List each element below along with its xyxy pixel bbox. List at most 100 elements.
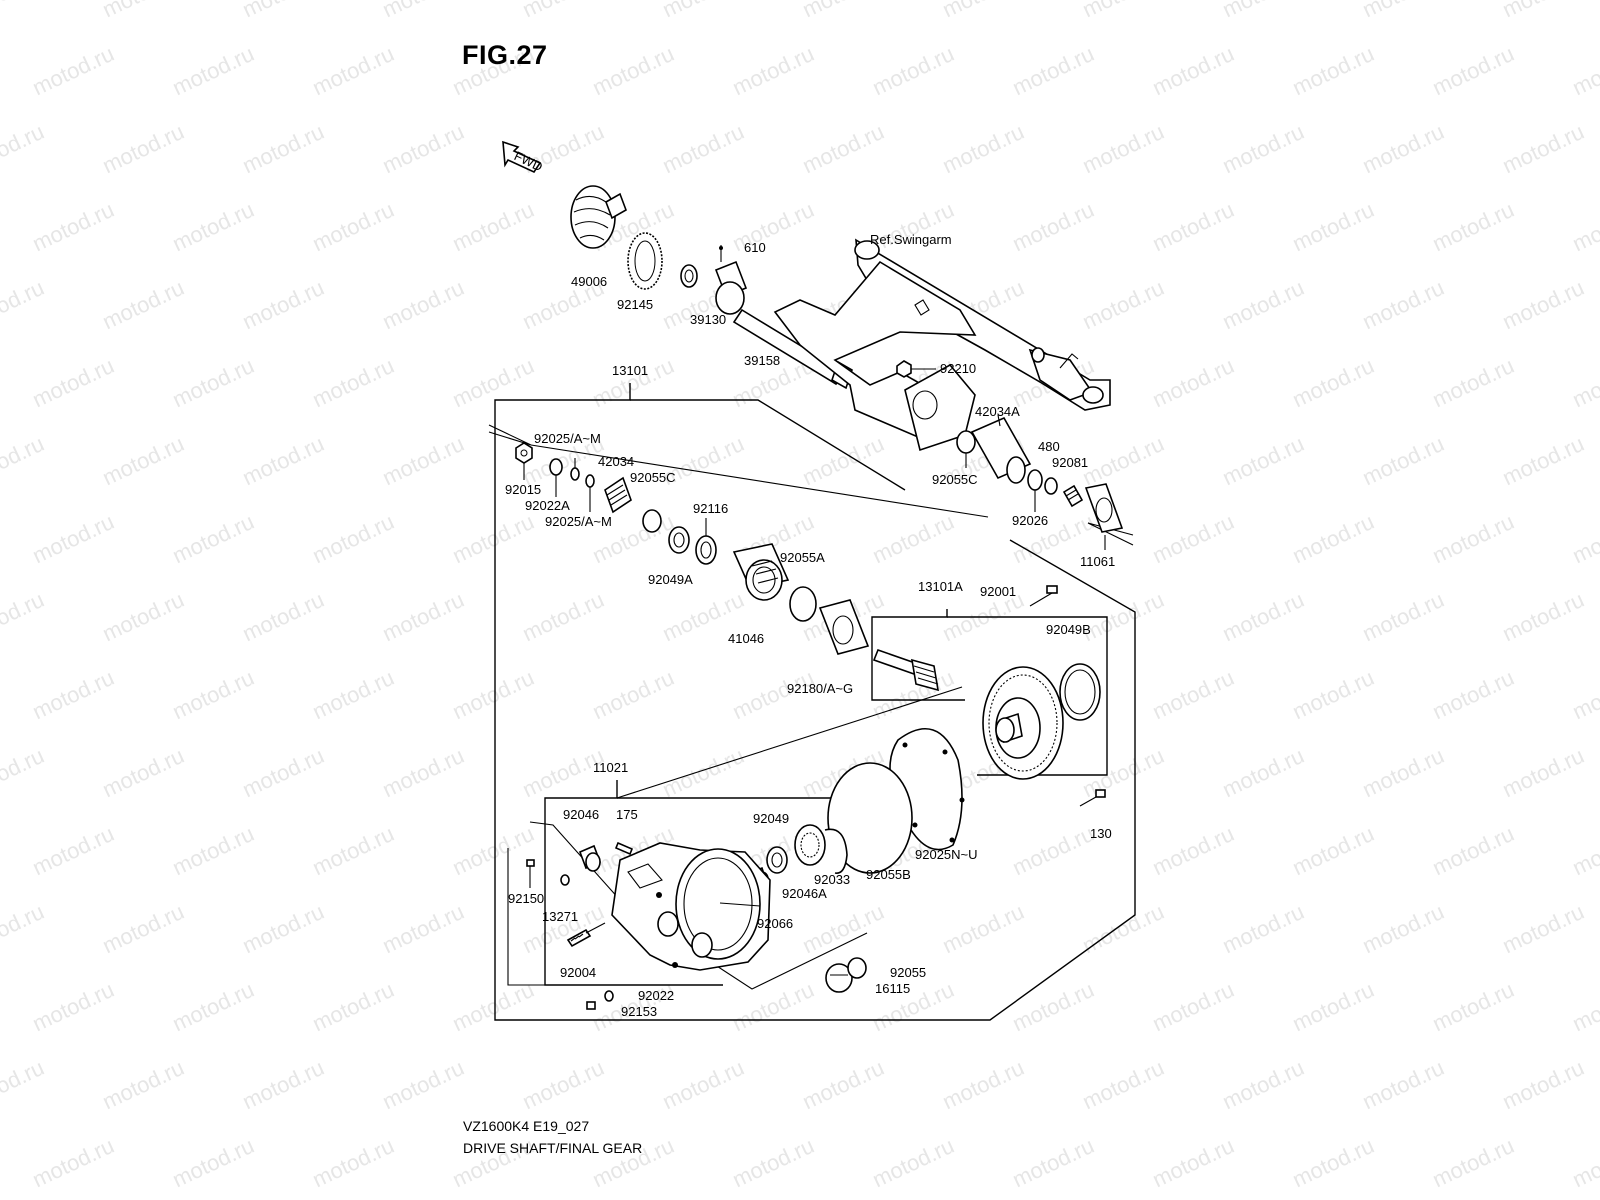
part-label-480: 480 xyxy=(1038,439,1060,454)
part-label-130: 130 xyxy=(1090,826,1112,841)
joint-42034 xyxy=(604,476,632,514)
part-label-610: 610 xyxy=(744,240,766,255)
part-label-175: 175 xyxy=(616,807,638,822)
part-label-13271: 13271 xyxy=(542,909,578,924)
part-label-92046: 92046 xyxy=(563,807,599,822)
fwd-label: FWD xyxy=(512,148,545,174)
part-label-92055c-b: 92055C xyxy=(932,472,978,487)
figure-title: FIG.27 xyxy=(462,40,548,70)
frame-13101-branch xyxy=(630,399,906,491)
swingarm xyxy=(773,238,1111,452)
part-label-16115: 16115 xyxy=(875,981,910,996)
spring-92081 xyxy=(1062,484,1084,508)
part-label-92022: 92022 xyxy=(638,988,674,1003)
pinion-gear xyxy=(872,648,939,692)
gasket-92180 xyxy=(818,599,870,655)
part-label-92055b: 92055B xyxy=(866,867,911,882)
part-label-92033: 92033 xyxy=(814,872,850,887)
part-label-49006: 49006 xyxy=(571,274,607,289)
part-label-92025-top: 92025/A~M xyxy=(534,431,601,446)
frame-13101a-left xyxy=(871,609,965,701)
pointer-11021 xyxy=(616,686,963,799)
part-label-92025-bottom: 92025/A~M xyxy=(545,514,612,529)
part-label-39130: 39130 xyxy=(690,312,726,327)
seal-92049b xyxy=(1059,663,1101,721)
figure-code: VZ1600K4 E19_027 xyxy=(463,1118,590,1134)
circlip-92033 xyxy=(824,828,848,874)
part-label-41046: 41046 xyxy=(728,631,764,646)
part-label-42034: 42034 xyxy=(598,454,634,469)
shim-92025-b xyxy=(585,474,595,488)
sleeve-42034a xyxy=(970,414,1032,484)
part-label-13101: 13101 xyxy=(612,363,648,378)
oring-92055b xyxy=(827,762,913,874)
part-label-92026: 92026 xyxy=(1012,513,1048,528)
part-label-92015: 92015 xyxy=(505,482,541,497)
gasket-11061 xyxy=(1084,483,1124,533)
stud-175 xyxy=(614,841,634,856)
part-label-92153: 92153 xyxy=(621,1004,657,1019)
part-label-92116: 92116 xyxy=(693,501,728,516)
part-label-13101a: 13101A xyxy=(918,579,963,594)
pointer-92150 xyxy=(529,821,621,901)
boot-49006 xyxy=(570,185,627,249)
bolt-92001 xyxy=(1029,585,1058,607)
figure-caption: DRIVE SHAFT/FINAL GEAR xyxy=(463,1140,643,1156)
swingarm-group xyxy=(570,185,1111,452)
part-label-92055: 92055 xyxy=(890,965,926,980)
part-label-11021: 11021 xyxy=(593,760,628,775)
bolt-92150 xyxy=(526,859,535,888)
seal-92049a xyxy=(668,526,690,554)
fwd-arrow-icon: FWD xyxy=(502,140,545,174)
bearing-housing xyxy=(794,824,826,866)
ring-480 xyxy=(1044,477,1058,495)
part-label-92025n: 92025N~U xyxy=(915,847,978,862)
part-label-92066: 92066 xyxy=(757,916,793,931)
middle-shaft-group xyxy=(515,414,1124,655)
part-label-92150: 92150 xyxy=(508,891,544,906)
ring-gear xyxy=(982,666,1064,780)
washer-92022 xyxy=(604,990,614,1002)
pointer-right xyxy=(1087,522,1134,546)
part-label-92049b: 92049B xyxy=(1046,622,1091,637)
oring-92055a xyxy=(789,586,817,622)
oring-92055c-b xyxy=(956,430,976,454)
part-label-92055c-a: 92055C xyxy=(630,470,676,485)
oring-92055c-a xyxy=(642,509,662,533)
part-label-92145: 92145 xyxy=(617,297,653,312)
pointer-92066 xyxy=(719,902,761,907)
frame-11021 xyxy=(544,780,723,986)
ring-92026 xyxy=(1027,469,1043,491)
part-label-11061: 11061 xyxy=(1080,554,1115,569)
final-gear-group xyxy=(872,585,1106,807)
part-label-92210: 92210 xyxy=(940,361,976,376)
shim-92025-a xyxy=(570,467,580,481)
reference-swingarm-label: Ref.Swingarm xyxy=(870,232,952,247)
frame-13101a-right xyxy=(947,616,1108,776)
part-label-92046a: 92046A xyxy=(782,886,827,901)
bolt-92153 xyxy=(586,1001,596,1010)
part-labels: 49006 92145 39130 610 39158 92210 13101 42034A 9… xyxy=(505,232,1115,1019)
ring-92145 xyxy=(627,232,663,290)
oring-92055 xyxy=(847,957,867,979)
ring-39130 xyxy=(680,264,698,288)
part-label-92081: 92081 xyxy=(1052,455,1088,470)
seal-92049 xyxy=(766,846,788,874)
stud-92004 xyxy=(566,922,606,948)
part-label-42034a: 42034A xyxy=(975,404,1020,419)
part-label-92001: 92001 xyxy=(980,584,1016,599)
housing-group xyxy=(526,728,965,1010)
part-label-92004: 92004 xyxy=(560,965,596,980)
part-label-92055a: 92055A xyxy=(780,550,825,565)
part-label-39158: 39158 xyxy=(744,353,780,368)
pointer-line-top xyxy=(530,444,989,518)
cap-16115 xyxy=(825,963,853,993)
part-label-92180: 92180/A~G xyxy=(787,681,853,696)
nut-92210 xyxy=(896,360,912,378)
frame-11021-inner xyxy=(507,848,545,986)
driveshaft-39158 xyxy=(714,260,853,390)
bearing-92116 xyxy=(695,535,717,565)
bolt-130 xyxy=(1079,789,1106,807)
clip-13271 xyxy=(560,874,570,886)
